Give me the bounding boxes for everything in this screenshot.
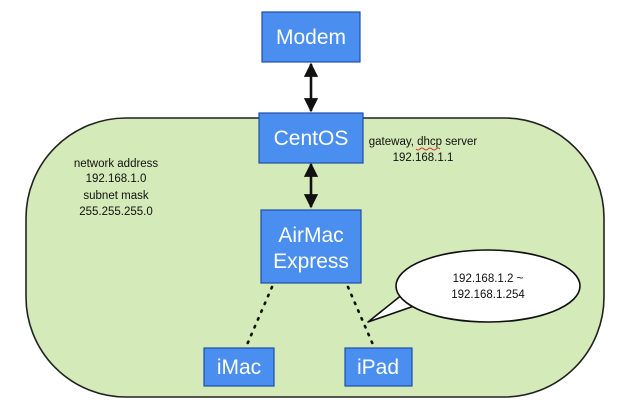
airmac-label-line2: Express (273, 250, 349, 273)
modem-node: Modem (261, 11, 361, 63)
centos-label: CentOS (274, 127, 349, 150)
ip-range-end: 192.168.1.254 (451, 289, 525, 301)
gateway-ip: 192.168.1.1 (393, 152, 454, 164)
ip-range-start: 192.168.1.2 ~ (453, 273, 524, 285)
subnet-mask-value: 255.255.255.0 (79, 206, 153, 218)
network-address-label: network address (74, 158, 159, 170)
network-address-value: 192.168.1.0 (86, 173, 147, 185)
airmac-imac-wireless-link (244, 285, 274, 349)
airmac-ipad-wireless-link (346, 285, 376, 349)
spellcheck-underline (415, 147, 441, 151)
network-info: network address 192.168.1.0 subnet mask … (74, 158, 159, 218)
imac-label: iMac (217, 356, 261, 379)
ip-range-callout: 192.168.1.2 ~ 192.168.1.254 (367, 249, 581, 323)
gateway-info: gateway, dhcp server 192.168.1.1 (369, 136, 478, 164)
ipad-label: iPad (357, 356, 399, 379)
centos-node: CentOS (258, 112, 364, 164)
airmac-label-line1: AirMac (278, 224, 343, 247)
subnet-mask-label: subnet mask (83, 190, 148, 202)
airmac-express-node: AirMac Express (260, 209, 362, 284)
gateway-dhcp-label: gateway, dhcp server (369, 136, 478, 148)
modem-label: Modem (276, 26, 346, 49)
ipad-node: iPad (344, 347, 413, 387)
imac-node: iMac (203, 347, 275, 387)
